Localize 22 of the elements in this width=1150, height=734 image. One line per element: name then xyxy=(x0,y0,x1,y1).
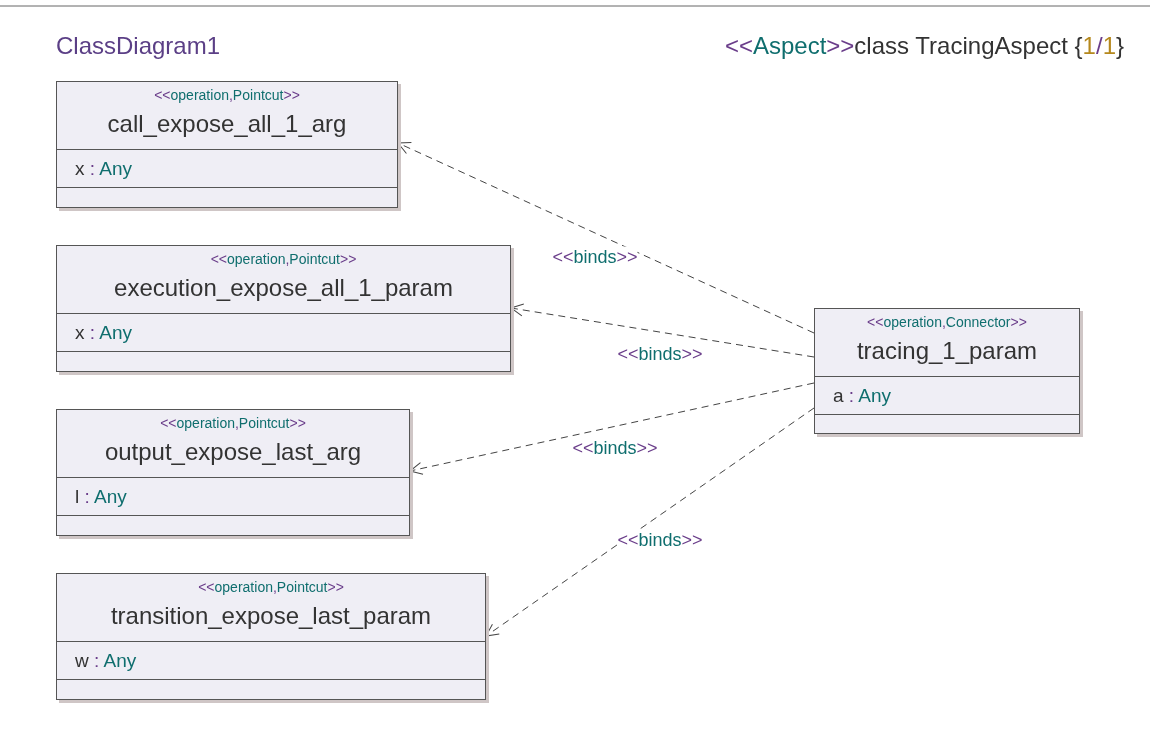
attribute-label: x : Any xyxy=(75,158,133,179)
class-box xyxy=(56,573,486,700)
stereotype-label: <<operation,Pointcut>> xyxy=(154,86,300,103)
diagram-title: ClassDiagram1 xyxy=(56,32,221,60)
class-name: output_expose_last_arg xyxy=(104,438,362,466)
class-box xyxy=(56,81,398,208)
stereotype-label: <<operation,Pointcut>> xyxy=(210,250,357,267)
class-name: tracing_1_param xyxy=(856,337,1038,365)
class-name: transition_expose_last_param xyxy=(110,602,432,630)
class-name: execution_expose_all_1_param xyxy=(114,274,453,302)
stereotype-label: <<operation,Pointcut>> xyxy=(198,578,344,595)
stereotype-label: <<operation,Pointcut>> xyxy=(160,414,306,431)
class-name: call_expose_all_1_arg xyxy=(107,110,347,138)
stereotype-label: <<operation,Connector>> xyxy=(867,313,1027,330)
attribute-label: w : Any xyxy=(75,650,137,671)
attribute-label: a : Any xyxy=(833,385,892,406)
aspect-heading: <<Aspect>>class TracingAspect {1/1} xyxy=(724,32,1124,60)
attribute-label: l : Any xyxy=(75,486,127,507)
class-box xyxy=(56,409,410,536)
attribute-label: x : Any xyxy=(75,322,133,343)
class-box xyxy=(814,308,1080,434)
class-box xyxy=(56,245,511,372)
